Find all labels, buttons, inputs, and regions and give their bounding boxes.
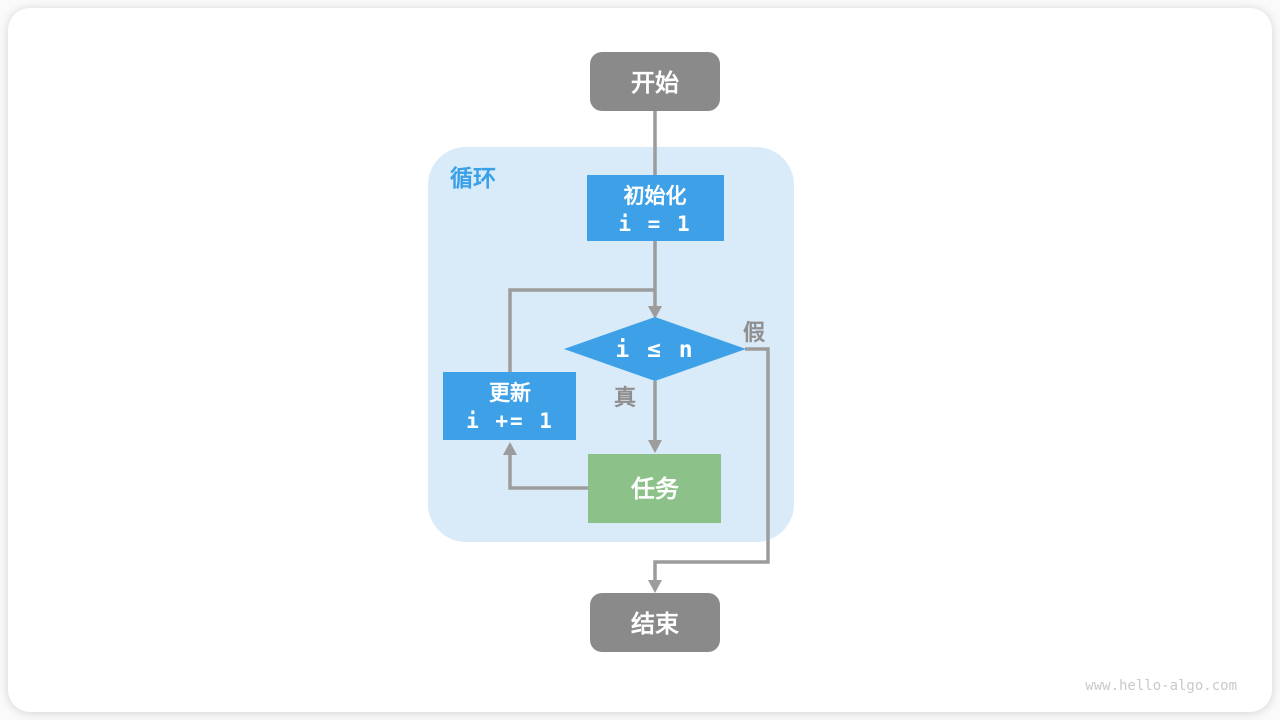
arrowhead-update-bottom [503,442,517,455]
arrowhead-task-top [648,440,662,453]
init-node-code: i = 1 [618,212,691,236]
arrowhead-end-top [648,580,662,593]
arrowhead-condition-top [648,306,662,319]
true-edge-label: 真 [614,385,636,411]
loop-region-label: 循环 [450,165,496,192]
start-node-label: 开始 [631,69,679,97]
task-node-label: 任务 [630,475,680,503]
init-node-label: 初始化 [624,184,687,208]
init-node [587,175,724,241]
condition-node-expression: i ≤ n [615,337,694,363]
task-node [588,454,721,523]
edge-update-to-condition [508,288,655,373]
update-node-label: 更新 [489,381,531,405]
update-node-code: i += 1 [466,409,554,433]
edge-task-to-update [508,450,588,490]
edge-condition-to-end [653,347,770,586]
end-node-label: 结束 [631,610,680,638]
false-edge-label: 假 [743,321,765,346]
condition-node [564,317,746,381]
update-node [443,372,576,440]
end-node [590,593,720,652]
start-node [590,52,720,111]
watermark-text: www.hello-algo.com [1085,678,1237,694]
